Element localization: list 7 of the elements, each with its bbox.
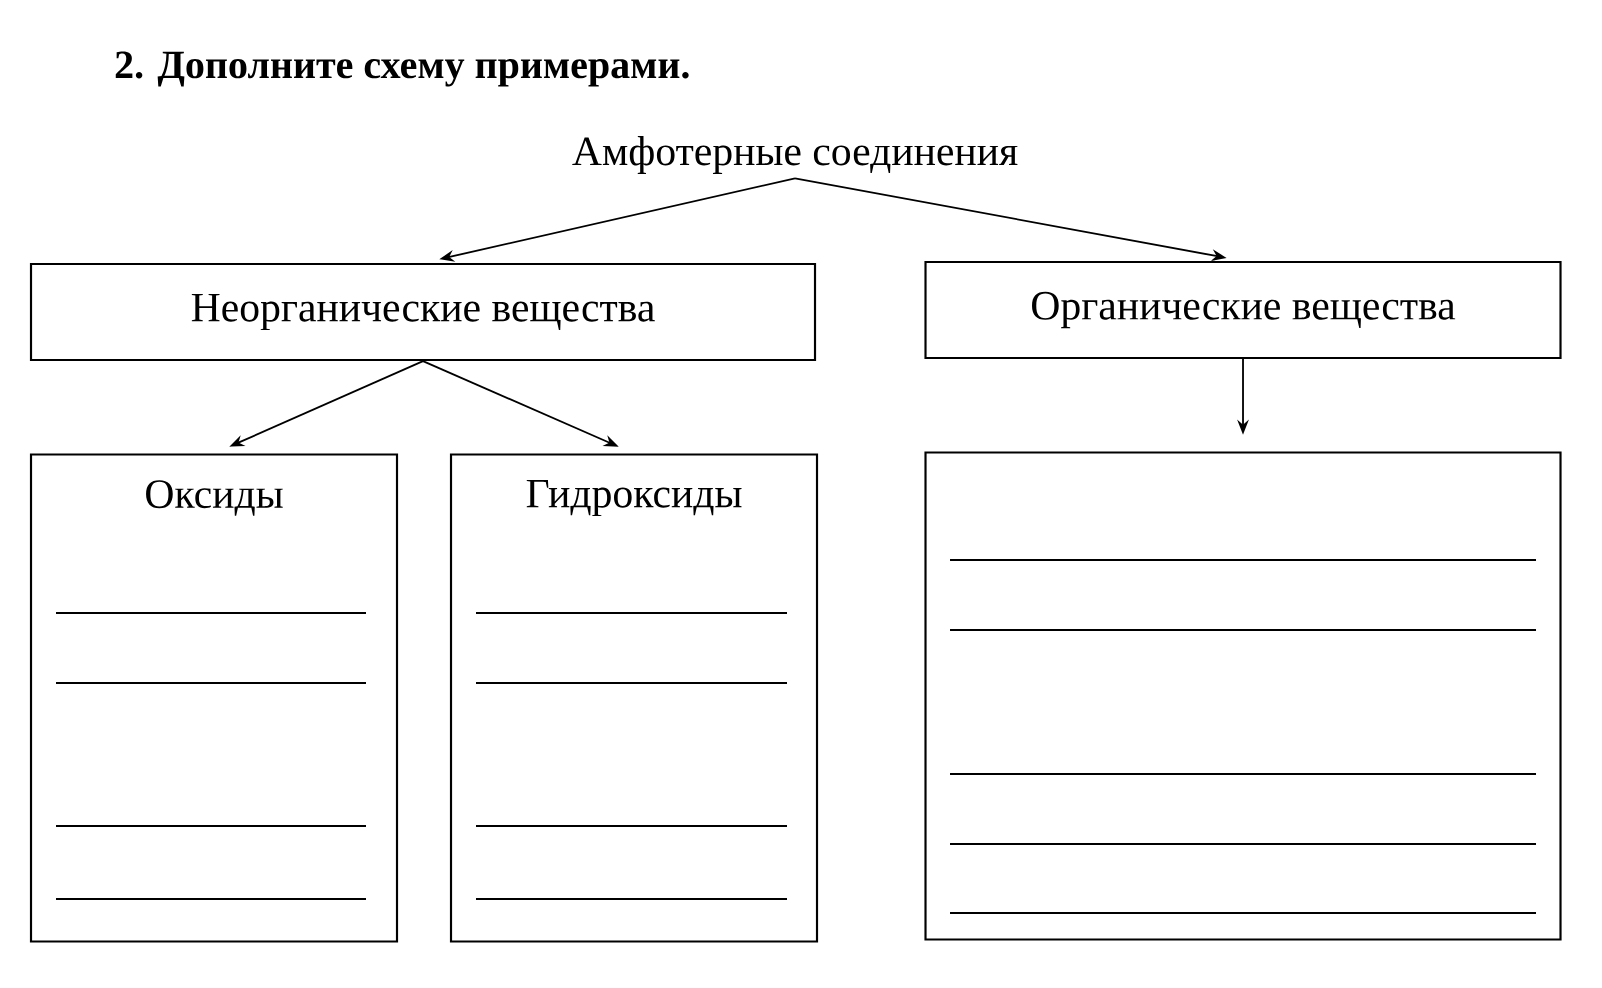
list-box: Оксиды xyxy=(29,453,399,943)
category-box: Неорганические вещества xyxy=(29,262,817,362)
list-box: Гидроксиды xyxy=(449,453,819,943)
category-box: Органические вещества xyxy=(924,260,1562,360)
heading: 2. Дополните схему примерами. xyxy=(115,51,689,87)
answer-box xyxy=(924,451,1562,941)
heading-text: Амфотерные соединения xyxy=(572,136,1018,174)
